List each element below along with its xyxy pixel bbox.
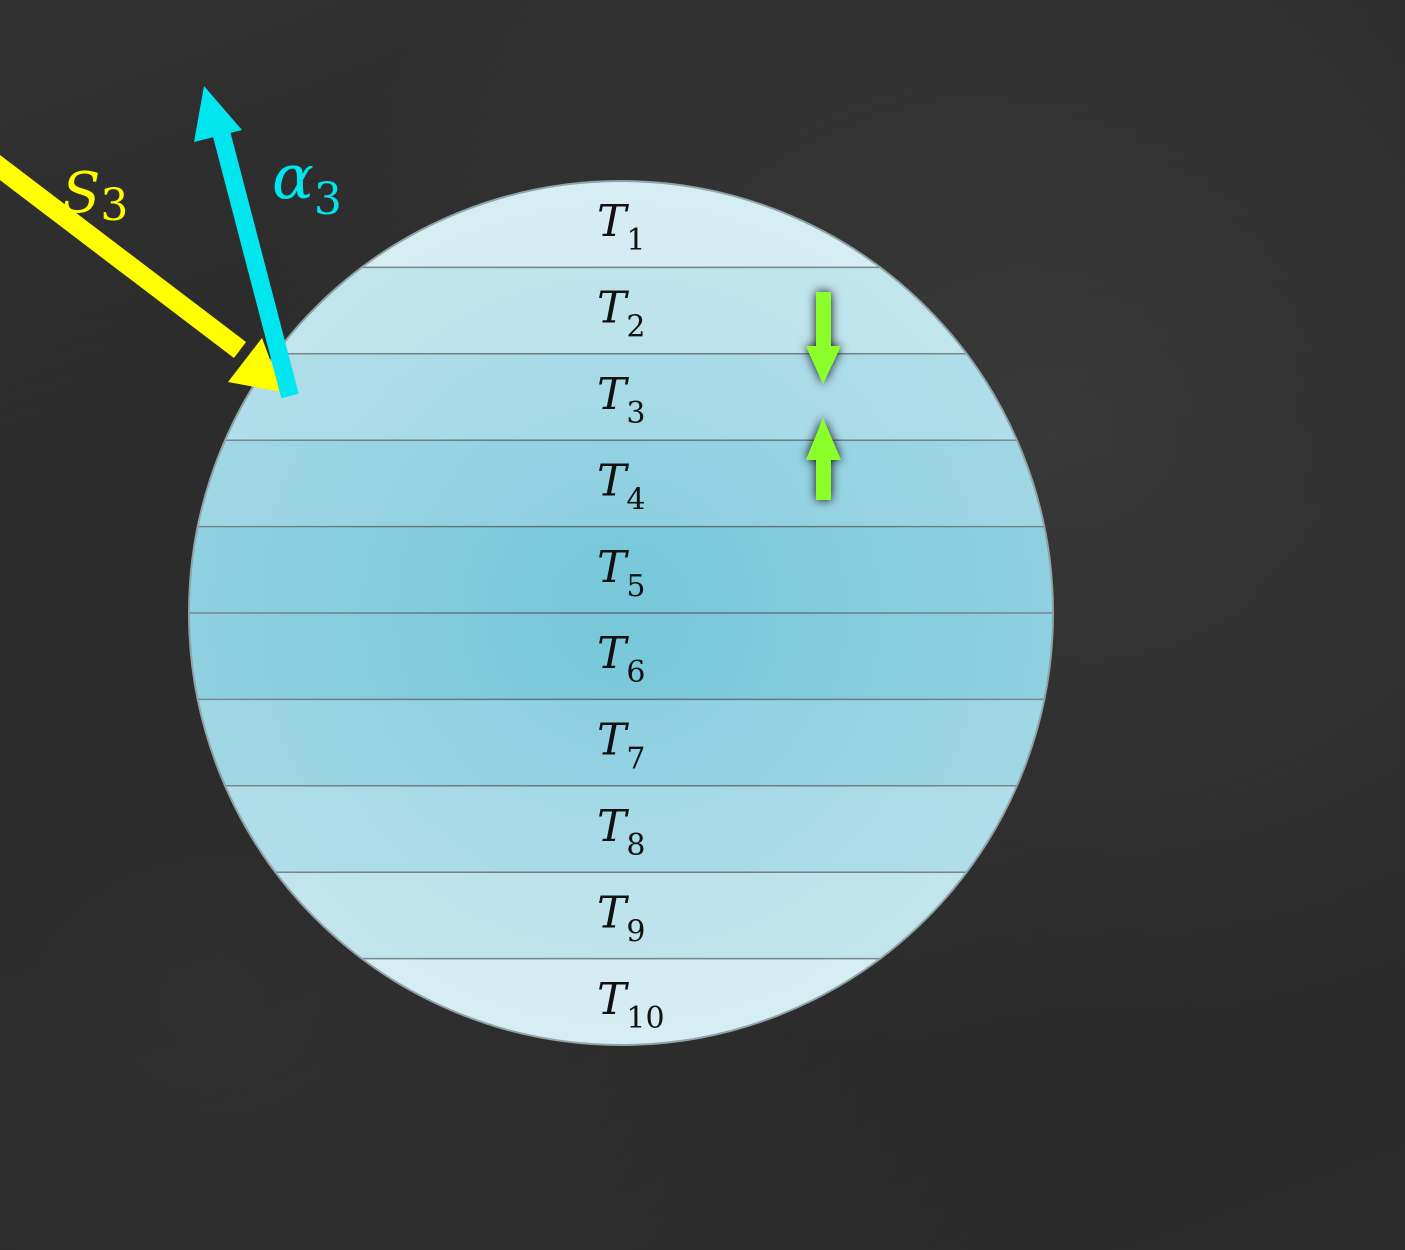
down-arrow [806,292,841,384]
band-symbol: T [597,196,630,247]
band-index: 10 [626,1001,664,1036]
reflected-arrow-head [194,86,242,142]
reflected-arrow-shaft [211,125,299,399]
band-label-1: T1 [597,196,645,258]
band-index: 7 [626,742,645,777]
band-label-3: T3 [597,369,645,431]
band-index: 8 [626,828,645,863]
band-label-2: T2 [597,283,645,345]
earth-globe [188,180,1054,1046]
band-index: 6 [626,655,645,690]
band-index: 1 [626,223,645,258]
band-label-10: T10 [597,974,665,1036]
incoming-arrow-symbol: S [62,161,100,226]
incoming-solar-arrow [0,155,282,392]
band-index: 2 [626,310,645,345]
reflected-arrow-symbol: α [272,140,314,213]
reflected-arrow-label: α3 [272,140,342,225]
band-symbol: T [597,369,630,420]
band-symbol: T [597,974,630,1025]
band-label-6: T6 [597,628,645,690]
band-label-9: T9 [597,887,645,949]
band-symbol: T [597,887,630,938]
reflected-arrow-index: 3 [314,174,342,225]
band-label-7: T7 [597,715,645,777]
band-label-4: T4 [597,455,645,517]
incoming-arrow-head [228,338,282,392]
band-symbol: T [597,715,630,766]
band-symbol: T [597,801,630,852]
band-symbol: T [597,455,630,506]
band-index: 3 [626,396,645,431]
heat-exchange-arrows [806,292,841,500]
band-index: 5 [626,569,645,604]
band-index: 4 [626,482,645,517]
band-index: 9 [626,914,645,949]
incoming-arrow-shaft [0,155,247,358]
reflected-albedo-arrow [194,86,299,399]
band-symbol: T [597,283,630,334]
incoming-arrow-index: 3 [100,180,128,231]
band-label-8: T8 [597,801,645,863]
band-symbol: T [597,628,630,679]
band-label-5: T5 [597,542,645,604]
band-symbol: T [597,542,630,593]
incoming-arrow-label: S3 [62,161,128,231]
up-arrow [806,418,841,500]
